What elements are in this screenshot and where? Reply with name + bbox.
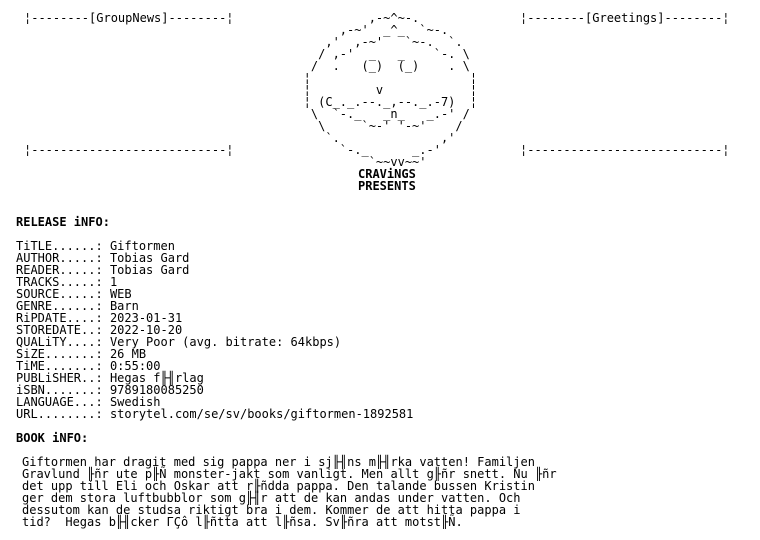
field-key-author: AUTHOR.....: [16,251,103,265]
ascii-face-art: ,-~^~-. ,-~' _^_ `~-. ,' ,-~' `~-. `. / … [303,11,478,169]
field-key-tracks: TRACKS.....: [16,275,103,289]
crew-name: CRAViNGS [358,167,416,181]
field-value-time: 0:55:00 [109,359,161,373]
field-value-language: Swedish [109,395,161,409]
field-value-quality: Very Poor (avg. bitrate: 64kbps) [109,335,342,349]
field-key-url: URL........: [16,407,103,421]
field-key-genre: GENRE......: [16,299,103,313]
greetings-divider: ¦---------------------------¦ [520,143,730,157]
field-value-ripdate: 2023-01-31 [109,311,183,325]
description-line: ger dem stora luftbubblor som g╟╢r att d… [22,491,521,505]
field-value-url: storytel.com/se/sv/books/giftormen-18925… [109,407,414,421]
field-value-size: 26 MB [109,347,147,361]
greetings-header: ¦--------[Greetings]--------¦ [520,11,730,25]
description-line: Giftormen har dragit med sig pappa ner i… [22,455,535,469]
description-line: tid? Hegas b╟╢cker ΓÇô l╟ñtta att l╟ñsa.… [22,515,463,529]
book-description: Giftormen har dragit med sig pappa ner i… [22,456,557,528]
description-line: dessutom kan de studsa riktigt bra i dem… [22,503,521,517]
field-key-storedate: STOREDATE..: [16,323,103,337]
field-key-source: SOURCE.....: [16,287,103,301]
description-line: det upp till Eli och Oskar att r╟ñdda pa… [22,479,535,493]
field-key-isbn: iSBN.......: [16,383,103,397]
group-news-header: ¦--------[GroupNews]--------¦ [24,11,234,25]
field-key-title: TiTLE......: [16,239,103,253]
field-value-title: Giftormen [109,239,175,253]
field-key-publisher: PUBLiSHER..: [16,371,103,385]
field-key-time: TiME.......: [16,359,103,373]
release-info-list: TiTLE......: Giftormen AUTHOR.....: Tobi… [16,240,413,420]
field-key-quality: QUALiTY....: [16,335,103,349]
book-info-heading: BOOK iNFO: [16,431,89,445]
field-value-source: WEB [109,287,132,301]
field-key-language: LANGUAGE...: [16,395,103,409]
release-info-heading: RELEASE iNFO: [16,215,110,229]
field-value-isbn: 9789180085250 [109,383,204,397]
presents-label: PRESENTS [358,179,416,193]
field-value-genre: Barn [109,299,139,313]
field-value-tracks: 1 [109,275,118,289]
field-key-ripdate: RiPDATE....: [16,311,103,325]
field-value-reader: Tobias Gard [109,263,190,277]
crew-title: CRAViNGS PRESENTS [358,168,416,192]
group-news-divider: ¦---------------------------¦ [24,143,234,157]
field-value-publisher: Hegas f╟╢rlag [109,371,204,385]
field-key-reader: READER.....: [16,263,103,277]
description-line: Gravlund ╟ñr ute p╟Ñ monster-jakt som va… [22,467,557,481]
field-key-size: SiZE.......: [16,347,103,361]
field-value-author: Tobias Gard [109,251,190,265]
field-value-storedate: 2022-10-20 [109,323,183,337]
